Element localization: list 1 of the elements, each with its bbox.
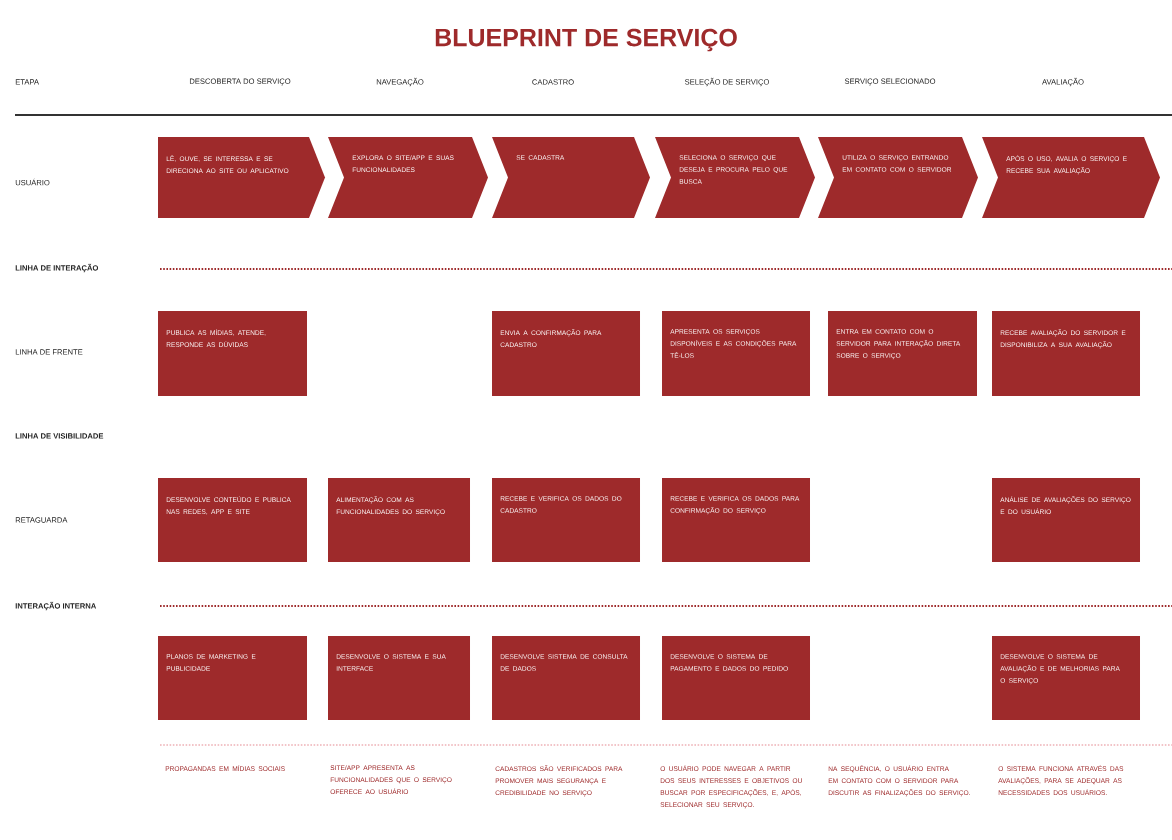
- title: BLUEPRINT DE SERVIÇO: [435, 28, 737, 52]
